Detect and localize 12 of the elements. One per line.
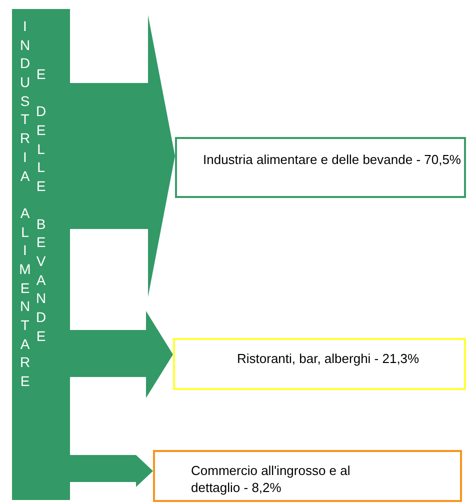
category-box — [175, 137, 466, 198]
block-arrow — [70, 455, 153, 487]
block-arrow — [70, 311, 173, 398]
block-arrow — [70, 15, 175, 297]
vertical-label: E DELLE BEVANDE — [34, 65, 48, 346]
category-label: Industria alimentare e delle bevande - 70,5% — [203, 151, 462, 168]
category-label: Commercio all'ingrosso e al dettaglio - 8,2% — [191, 462, 352, 496]
vertical-label: INDUSTRIA ALIMENTARE — [18, 17, 32, 391]
category-box — [173, 338, 466, 390]
vertical-bar — [12, 9, 70, 500]
category-box — [153, 450, 462, 502]
category-label: Ristoranti, bar, alberghi - 21,3% — [237, 350, 420, 367]
